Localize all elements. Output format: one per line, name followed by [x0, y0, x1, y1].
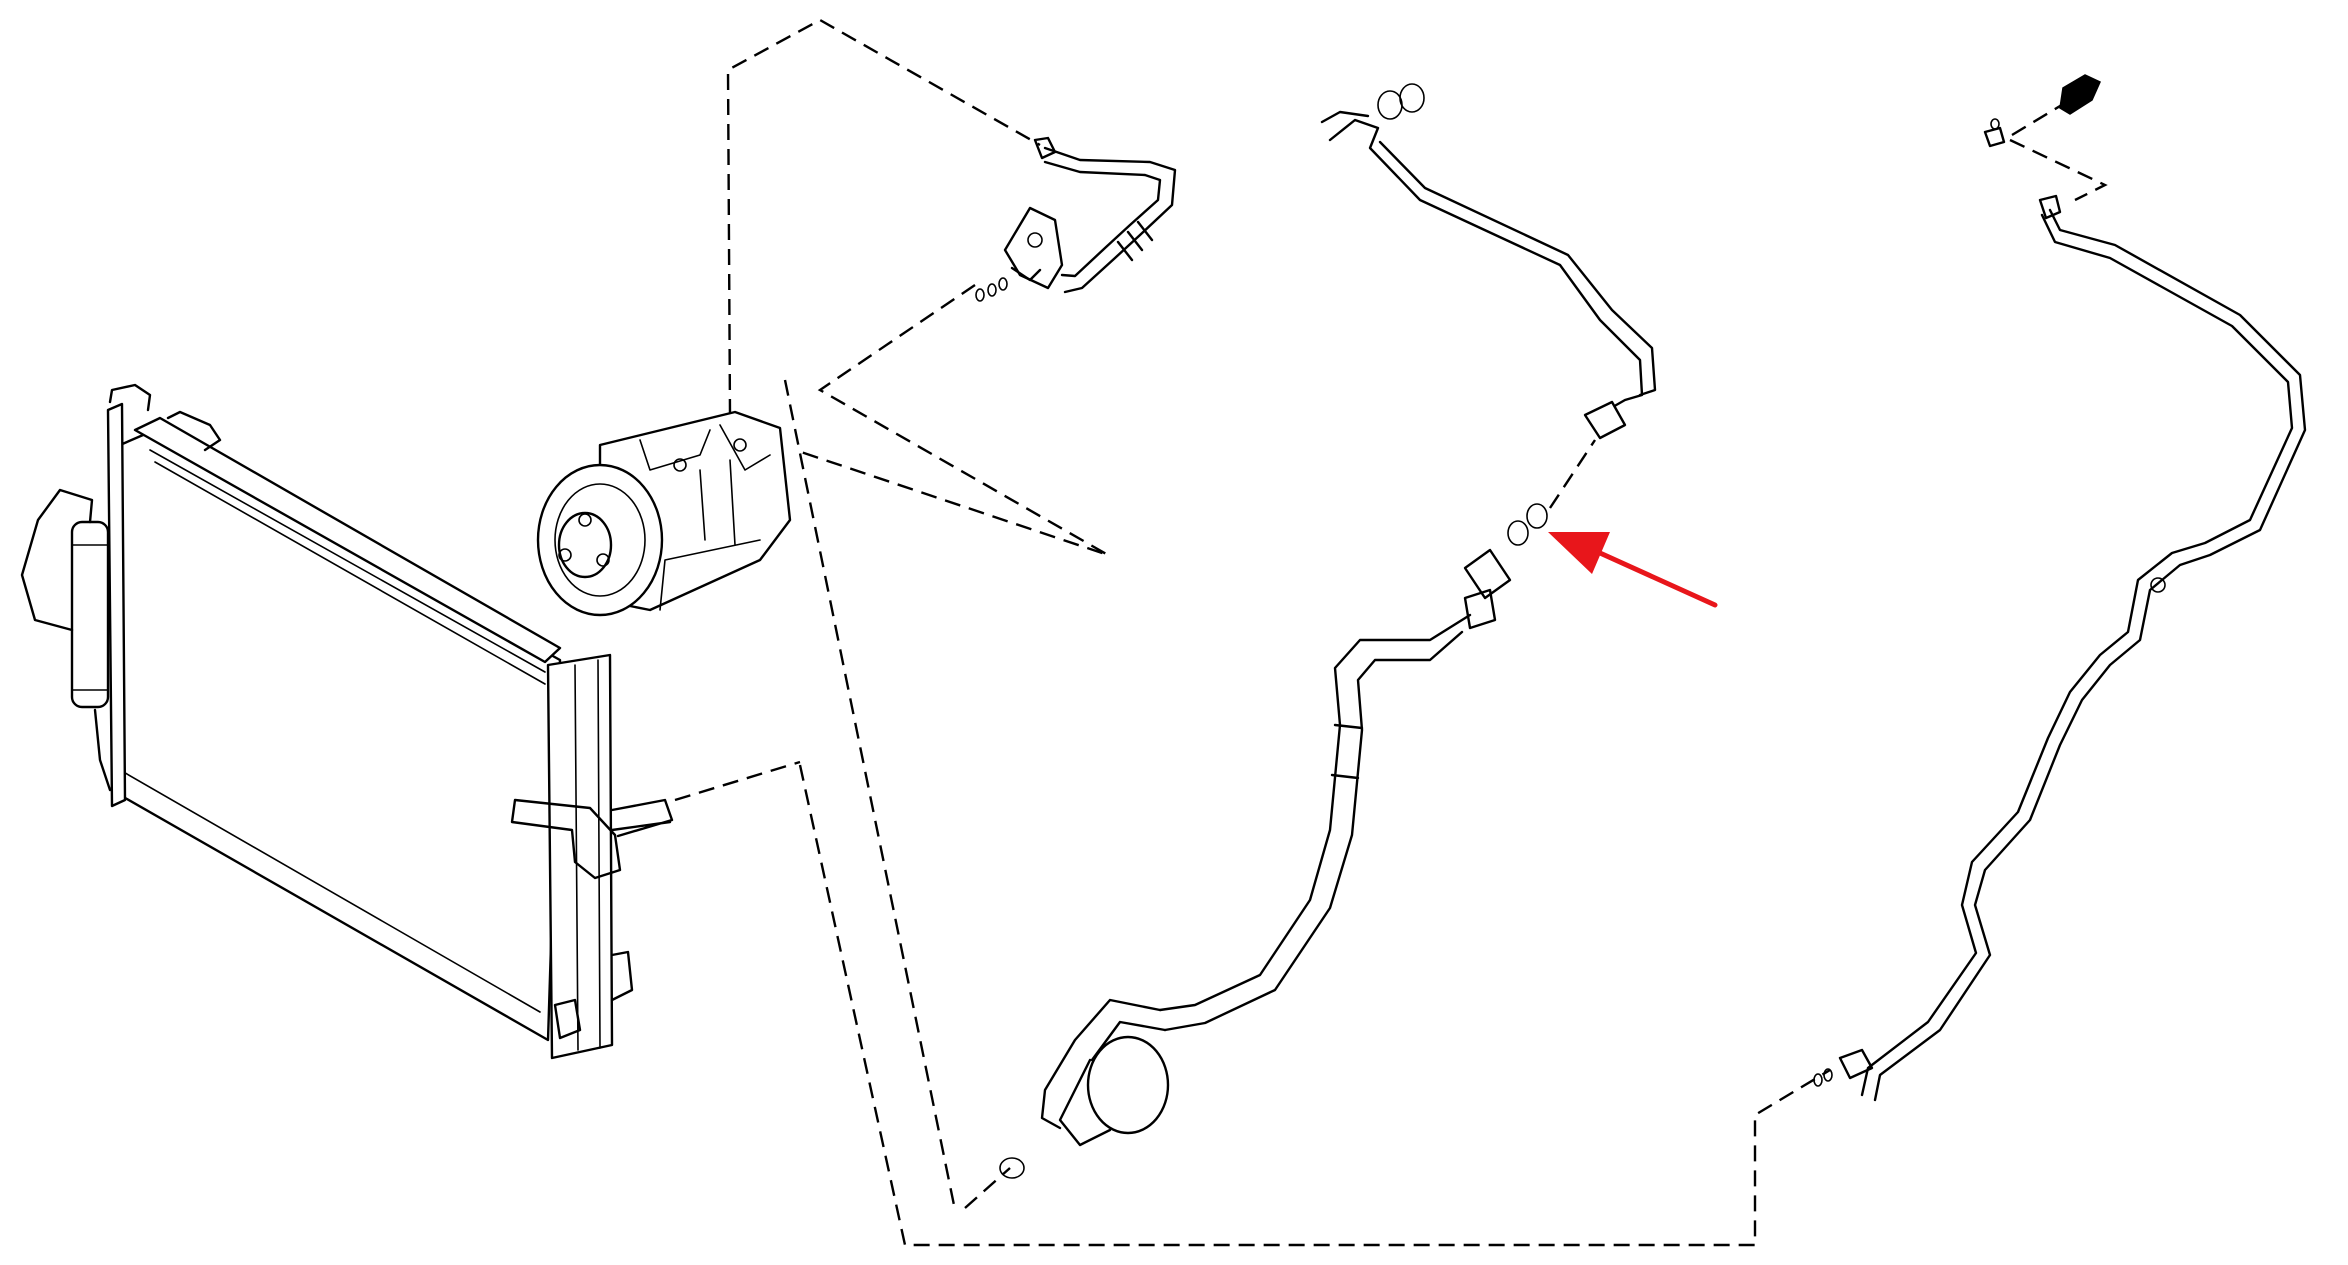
- receiver-drier: [20, 488, 112, 792]
- leader-main-loop: [783, 379, 957, 1211]
- discharge-o-ring-2: [1399, 83, 1425, 113]
- front-direction-arrow-icon: [2059, 74, 2101, 115]
- discharge-hose-bottom-bend: [1040, 998, 1167, 1130]
- discharge-pipe-nut: [1583, 400, 1627, 440]
- red-arrow-head-icon: [1548, 532, 1610, 574]
- red-callout-arrow: [1548, 532, 1718, 608]
- o-ring-b: [1526, 503, 1548, 529]
- condenser-fins: [119, 449, 546, 1013]
- leader-oring-to-pipe: [1548, 439, 1597, 509]
- suction-hose-flange: [1003, 206, 1064, 290]
- liquid-pipe-o-rings: [1813, 1068, 1833, 1087]
- condenser-lower-bracket: [553, 950, 634, 1040]
- red-arrow-shaft: [1597, 550, 1718, 608]
- condenser-top-rail: [133, 416, 562, 664]
- leader-condenser-outlet: [674, 760, 801, 802]
- leader-top-right-2: [2009, 138, 2108, 202]
- discharge-o-ring-1: [1377, 90, 1403, 120]
- discharge-hose-fitting: [1463, 548, 1512, 600]
- leader-bottom-loop: [798, 764, 1831, 1247]
- leader-compressor-to-discharge-hose: [794, 284, 1109, 557]
- discharge-hose-o-ring: [999, 1157, 1025, 1179]
- liquid-pipe-top-fitting: [2038, 194, 2062, 220]
- o-ring-a: [1507, 520, 1529, 546]
- liquid-pipe-bottom-fitting: [1838, 1048, 1874, 1080]
- condenser-left-tank: [106, 402, 127, 808]
- compressor: [536, 410, 792, 617]
- condenser-outlet-tubes: [610, 798, 674, 838]
- discharge-hose: [999, 548, 1512, 1179]
- suction-o-rings: [975, 277, 1008, 302]
- condenser: [20, 383, 674, 1060]
- suction-hose: [975, 136, 1177, 302]
- discharge-pipe: [1320, 83, 1657, 440]
- condenser-right-tank-edge: [574, 659, 601, 1051]
- liquid-pipe: [1813, 74, 2307, 1102]
- leader-compressor-to-suction-hose: [726, 18, 1041, 416]
- liquid-pipe-clip: [2150, 577, 2166, 593]
- condenser-right-tank: [546, 653, 614, 1060]
- condenser-right-pipes: [510, 798, 622, 880]
- highlighted-o-rings: [1507, 503, 1548, 546]
- condenser-top-fitting: [108, 383, 222, 452]
- dashed-leader-lines: [674, 18, 2108, 1247]
- top-right-small-fitting: [1983, 126, 2006, 148]
- discharge-hose-muffler: [1086, 1035, 1170, 1135]
